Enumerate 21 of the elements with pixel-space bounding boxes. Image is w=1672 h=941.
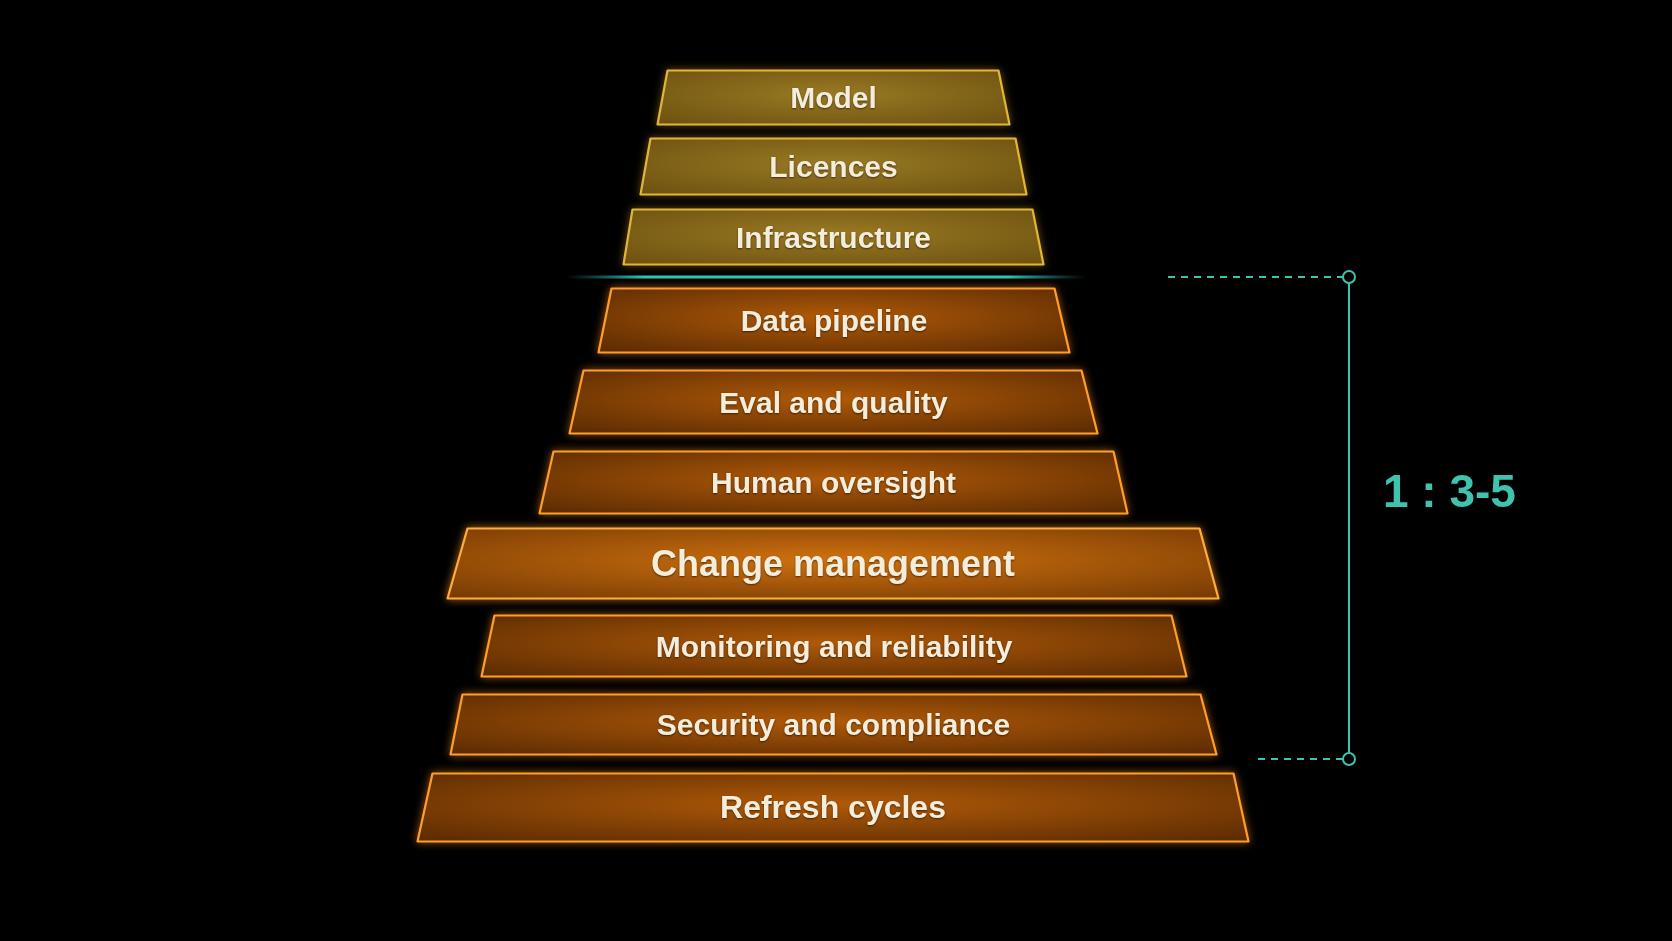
layer-label: Eval and quality bbox=[719, 385, 948, 419]
layer-band bbox=[449, 693, 1218, 756]
layer-label: Human oversight bbox=[710, 466, 956, 499]
layer-label: Infrastructure bbox=[735, 220, 931, 254]
layer-label: Data pipeline bbox=[740, 304, 928, 337]
layer-label: Change management bbox=[650, 543, 1016, 584]
layer-band bbox=[656, 69, 1011, 126]
layer-band bbox=[622, 208, 1045, 266]
layer-band bbox=[597, 287, 1071, 354]
layer-band bbox=[568, 369, 1099, 435]
layer-label: Licences bbox=[769, 150, 898, 183]
layer-band bbox=[416, 772, 1250, 843]
layer-band bbox=[480, 614, 1188, 678]
ratio-label: 1 : 3-5 bbox=[1383, 466, 1516, 517]
layer-label: Model bbox=[790, 81, 877, 114]
layer-label: Security and compliance bbox=[656, 708, 1011, 741]
layer-band bbox=[446, 527, 1220, 600]
layer-label: Monitoring and reliability bbox=[655, 629, 1013, 663]
layer-band bbox=[639, 137, 1028, 196]
layer-band bbox=[538, 450, 1129, 515]
layer-label: Refresh cycles bbox=[720, 789, 946, 826]
